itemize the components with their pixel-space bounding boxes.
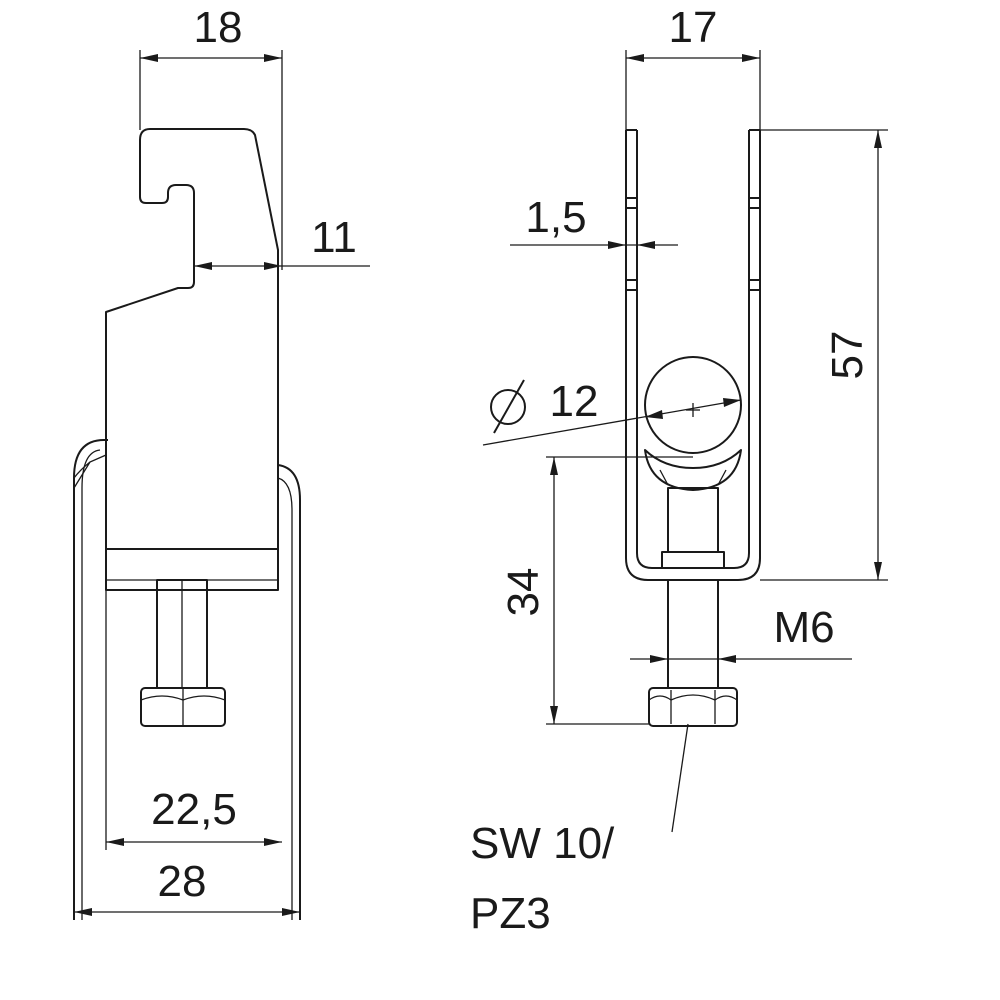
dim-1-5-arrow-left (608, 241, 626, 249)
dim-18-arrow-left (140, 54, 158, 62)
dim-57-arrow-bottom (874, 562, 882, 580)
dim-12-leader (482, 399, 742, 446)
dim-11-arrow-left (194, 262, 212, 270)
dim-12-arrow-left (645, 410, 663, 419)
dim-28-label: 28 (158, 857, 207, 906)
dim-22-5-label: 22,5 (151, 785, 237, 834)
dim-18-arrow-right (264, 54, 282, 62)
dim-pz3-label: PZ3 (470, 889, 551, 938)
dim-34-arrow-top (550, 457, 558, 475)
dim-57-arrow-top (874, 130, 882, 148)
dim-sw10-label: SW 10/ (470, 819, 615, 868)
side-clip-strap-inner (81, 449, 293, 920)
dim-sw10-leader (671, 723, 689, 833)
front-bore-circle (644, 356, 742, 454)
dim-28-arrow-right (282, 908, 300, 916)
front-saddle (644, 449, 742, 491)
side-view: 18 11 22,5 28 (73, 3, 370, 920)
dim-m6-arrow-left (650, 655, 668, 663)
front-hex-nut-chamfer (648, 694, 738, 701)
side-hex-nut-chamfer (140, 695, 226, 701)
dim-1-5-label: 1,5 (525, 193, 586, 242)
side-bracket-body (105, 128, 279, 591)
diameter-symbol-icon (490, 379, 526, 434)
dim-17-arrow-left (626, 54, 644, 62)
dim-18-label: 18 (194, 3, 243, 52)
dim-12-arrow-right (723, 398, 741, 407)
front-u-clip-outer (625, 130, 761, 581)
dim-34-arrow-bottom (550, 706, 558, 724)
dim-m6-arrow-right (718, 655, 736, 663)
dim-57-label: 57 (823, 331, 872, 380)
dim-17-label: 17 (669, 3, 718, 52)
dim-m6-label: M6 (773, 603, 834, 652)
side-clip-strap (73, 439, 301, 920)
dim-12-label: 12 (550, 377, 599, 426)
front-bolt-inner (667, 487, 719, 553)
dim-11-arrow-right (264, 262, 282, 270)
dim-1-5-arrow-right (637, 241, 655, 249)
front-u-clip-inner (636, 130, 750, 569)
dim-22-5-arrow-left (106, 838, 124, 846)
front-saddle-edges (659, 469, 727, 486)
front-bolt-collar (661, 551, 725, 569)
front-hex-nut (648, 687, 738, 727)
dim-17-arrow-right (742, 54, 760, 62)
front-bolt-shank (667, 579, 719, 689)
dim-34-label: 34 (499, 568, 548, 617)
side-clip-strap-edge (73, 454, 107, 489)
dim-11-label: 11 (311, 213, 357, 262)
dim-28-arrow-left (74, 908, 92, 916)
dim-22-5-arrow-right (264, 838, 282, 846)
front-view: 17 1,5 57 12 34 M6 (470, 3, 888, 938)
